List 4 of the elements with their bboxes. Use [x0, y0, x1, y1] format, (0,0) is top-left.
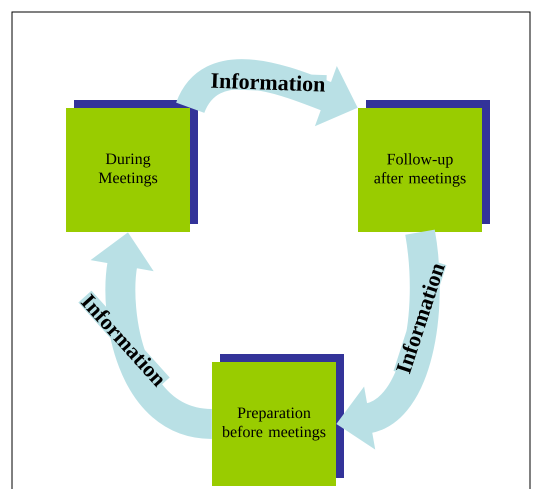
process-box: Follow-up after meetings — [358, 100, 490, 232]
process-box: During Meetings — [66, 100, 198, 232]
process-box: Preparation before meetings — [212, 354, 344, 486]
edge-label: Information — [209, 71, 327, 93]
